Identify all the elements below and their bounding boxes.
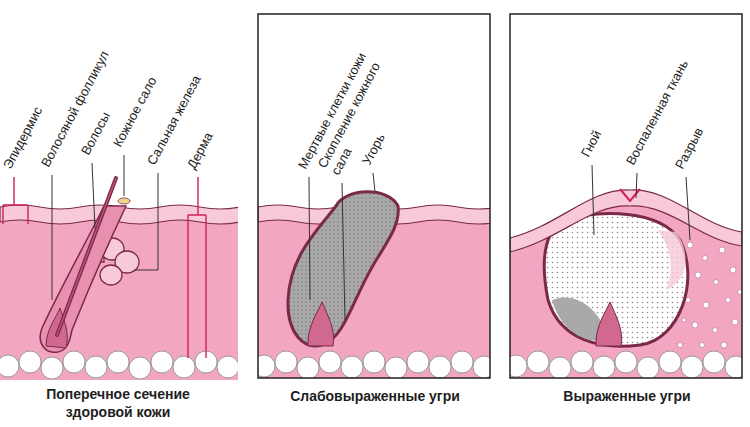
leader-lines-3: [592, 165, 690, 240]
sebum-drop: [118, 198, 130, 204]
hair-follicle: [40, 206, 126, 352]
part-label: Дерма: [185, 130, 217, 172]
epidermis: [510, 190, 742, 252]
severe-acne: [510, 189, 742, 378]
hair-core: [57, 178, 116, 335]
leader-line: [373, 173, 375, 192]
leader-line: [636, 173, 637, 198]
leader-line: [135, 173, 158, 270]
leader-lines-1: [3, 155, 206, 358]
part-label: Кожное сало: [111, 75, 160, 150]
fat-cells: [258, 351, 490, 378]
leader-line: [124, 155, 125, 196]
panel-frame: [510, 14, 742, 378]
epidermis-bracket: [3, 177, 28, 224]
fat-cells: [0, 351, 238, 379]
dermis-bracket: [188, 177, 206, 358]
panel-caption: Выраженные угри: [512, 388, 742, 406]
mild-acne: [258, 192, 490, 378]
part-label: Волосяной фолликул: [39, 49, 113, 170]
leader-line: [592, 165, 594, 235]
hair-shaft: [57, 178, 116, 335]
panel-frame: [258, 14, 490, 378]
dermis: [510, 190, 742, 378]
part-label: Волосы: [79, 110, 114, 158]
panel-caption: Слабовыраженные угри: [260, 388, 490, 406]
panel-caption: Поперечное сечение здоровой кожи: [33, 386, 203, 421]
leader-line: [92, 163, 95, 228]
leader-line: [52, 175, 53, 300]
part-label: Гной: [579, 128, 605, 160]
pore-opening: [620, 189, 640, 201]
dermis: [0, 214, 238, 380]
part-label: Угорь: [360, 132, 389, 168]
inflamed-tissue: [658, 230, 685, 290]
part-label: Разрыв: [673, 125, 707, 172]
leader-lines-2: [309, 173, 375, 320]
leader-line: [309, 177, 310, 300]
leader-line: [686, 177, 690, 240]
healthy-skin: [0, 178, 238, 380]
pustule: [544, 214, 688, 347]
hair-bulb: [596, 302, 622, 346]
hair-bulb: [308, 302, 334, 346]
leader-line: [342, 183, 345, 320]
fat-cells: [510, 351, 742, 378]
